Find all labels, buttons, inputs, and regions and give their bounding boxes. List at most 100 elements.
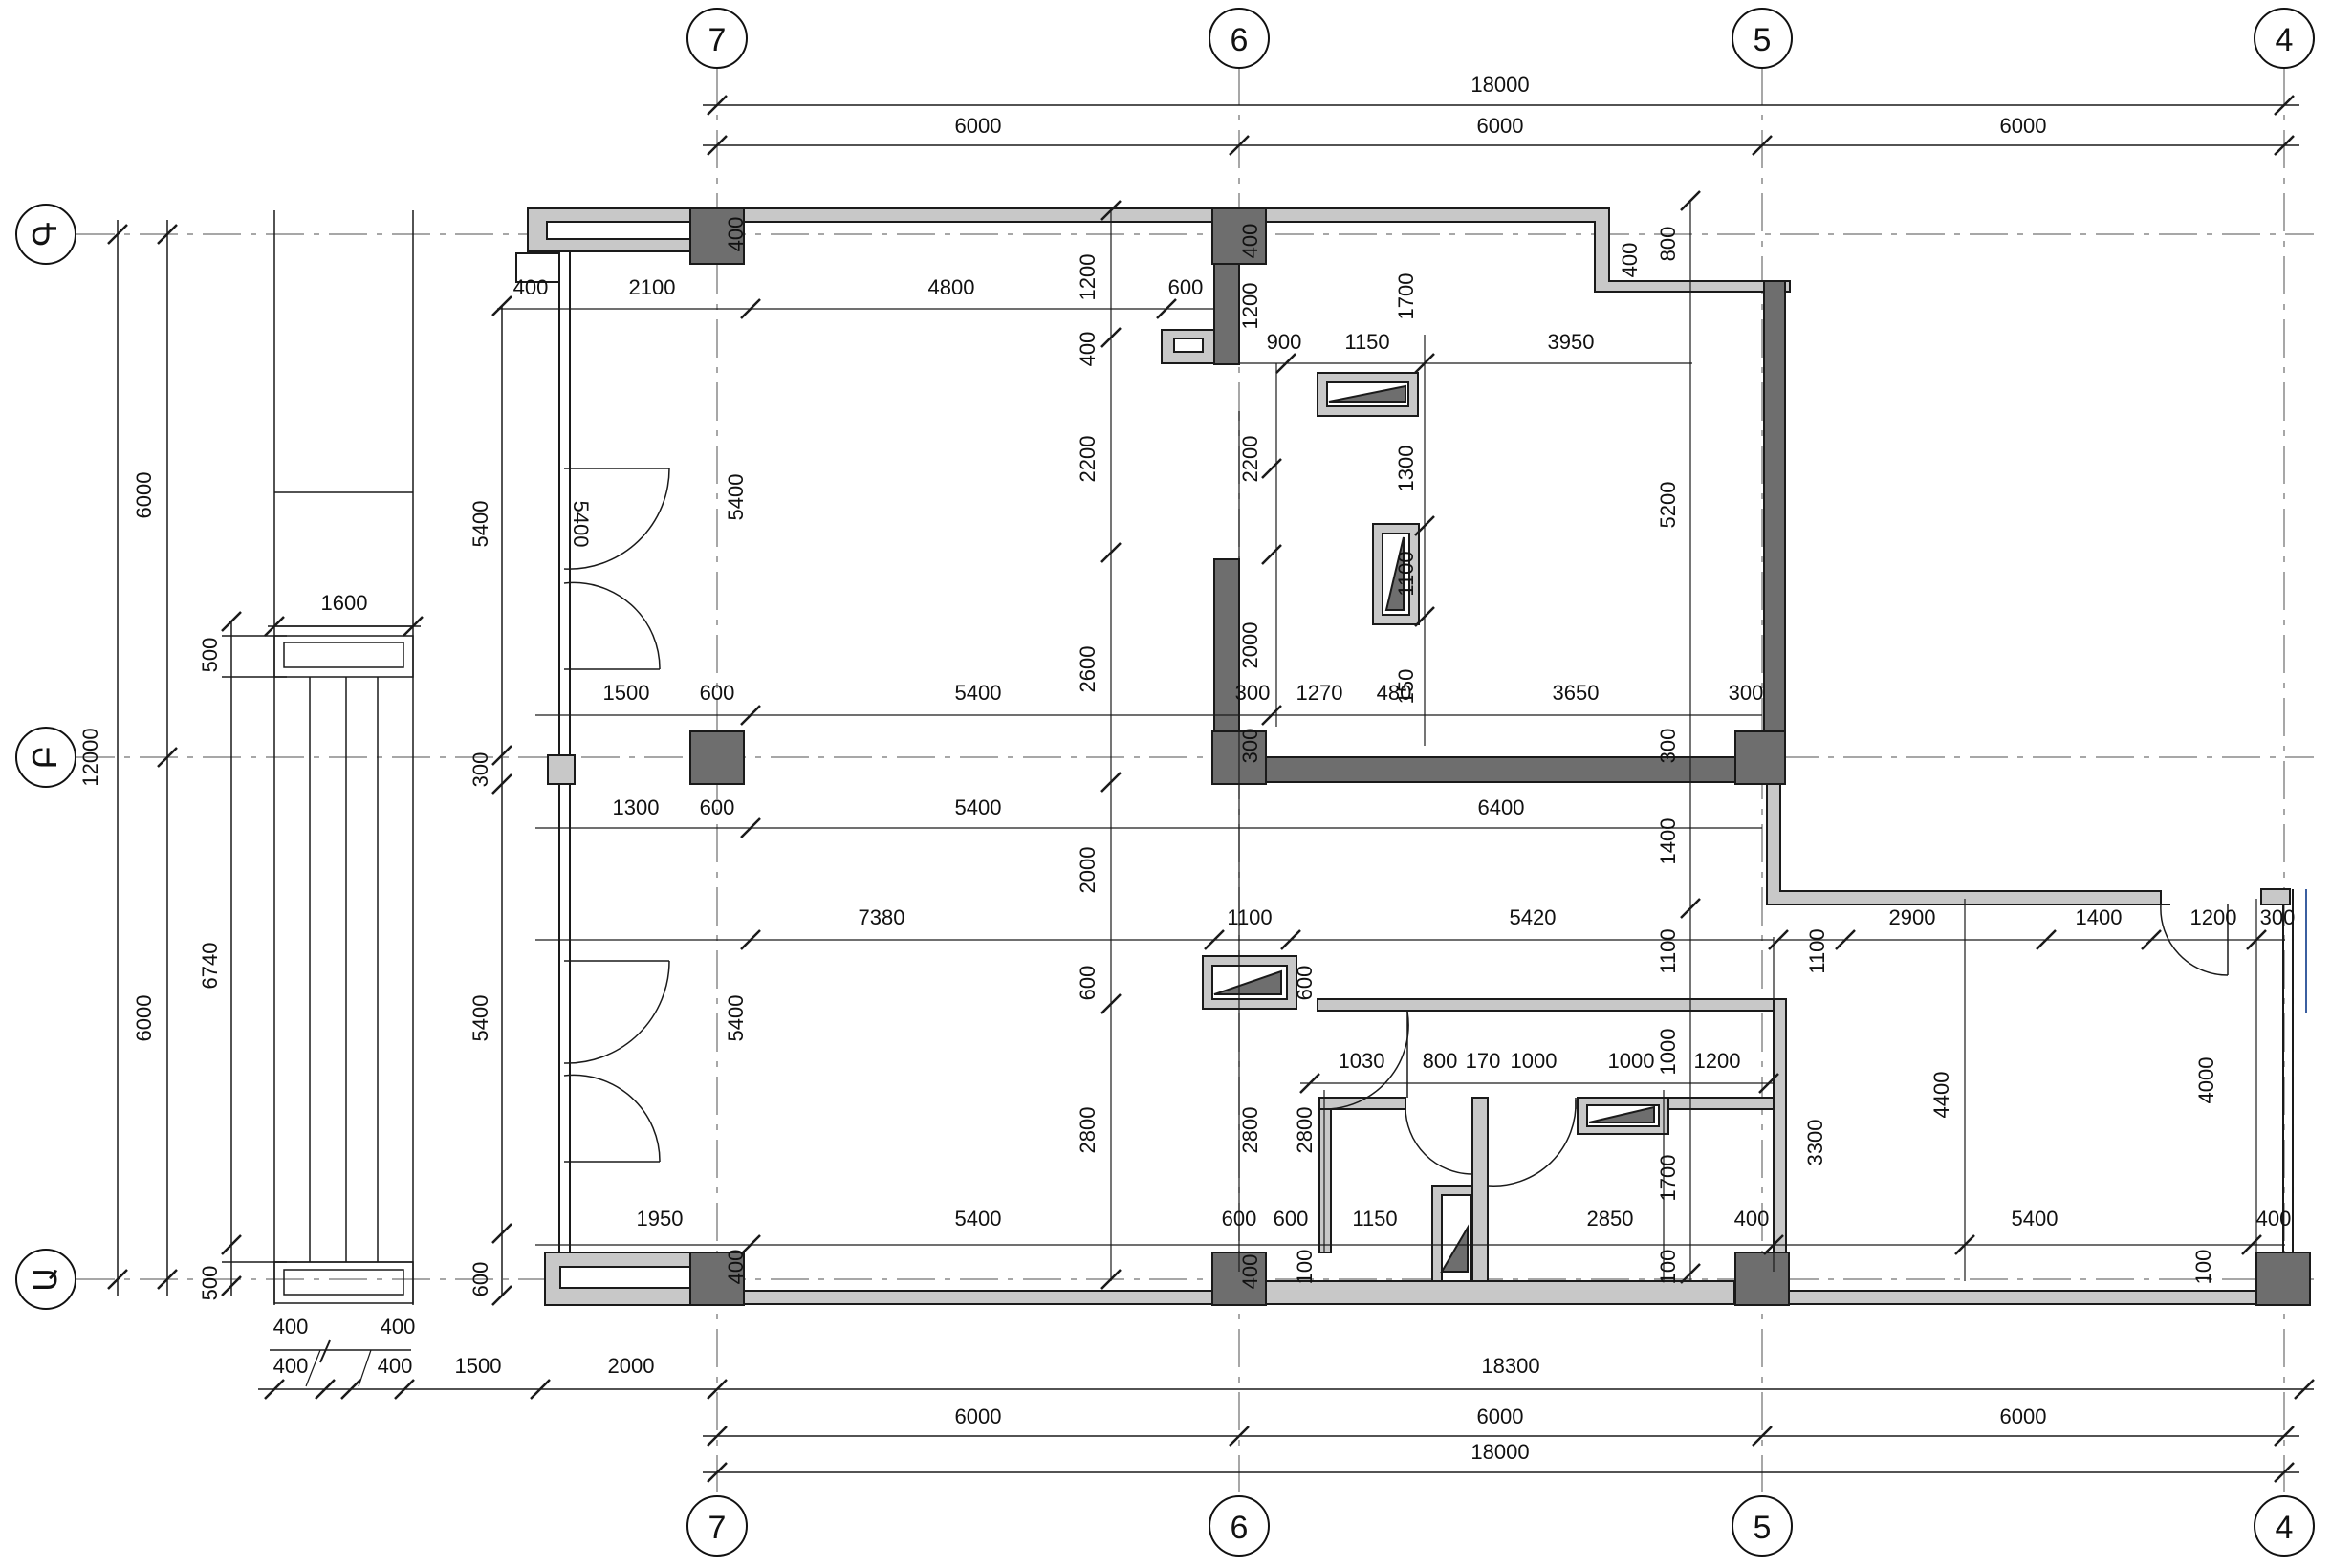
dim-lower-left-5400h: 5400	[955, 1207, 1002, 1230]
axis-bubble-bottom-4	[2254, 1495, 2315, 1557]
dim-upper-right-3650: 3650	[1553, 681, 1600, 705]
axis-bubble-bottom-5	[1732, 1495, 1793, 1557]
dim-lower-left-2800: 2800	[1076, 1107, 1100, 1154]
dim-lower-mid-800: 800	[1423, 1049, 1458, 1073]
dim-corridor-1100: 1100	[1227, 905, 1272, 929]
axis-bubble-bottom-7	[686, 1495, 748, 1557]
dim-upper-right-5200: 5200	[1656, 482, 1680, 529]
dim-lower-mid-2850: 2850	[1587, 1207, 1634, 1230]
dim-upper-right-1700: 1700	[1394, 273, 1418, 320]
dim-upper-right-1270: 1270	[1296, 681, 1343, 705]
dim-lower-right-300: 300	[2260, 905, 2296, 929]
dim-left-lower: 6000	[132, 995, 156, 1042]
doors	[563, 468, 2229, 1187]
dim-upper-right-900: 900	[1267, 330, 1302, 354]
dim-corridor-7380: 7380	[859, 905, 905, 929]
dim-bottom-lead-2: 400	[378, 1354, 413, 1378]
axis-bubble-top-4	[2254, 8, 2315, 69]
dim-lower-mid-600b: 600	[1274, 1207, 1309, 1230]
dim-lower-mid-400b: 400	[1734, 1207, 1770, 1230]
dim-upper-right-400: 400	[1238, 224, 1262, 259]
dim-lower-right-4400: 4400	[1929, 1072, 1953, 1119]
column	[689, 1252, 745, 1306]
dim-lower-mid-2800b: 2800	[1293, 1107, 1317, 1154]
row-axis-bubbles: Գ Բ Ա	[15, 204, 76, 1310]
dim-upper-right-2000: 2000	[1238, 622, 1262, 669]
dim-upper-right-3950: 3950	[1548, 330, 1595, 354]
dim-upper-left-400a: 400	[513, 275, 549, 299]
axis-label: 5	[1754, 22, 1772, 58]
dim-lower-mid-400: 400	[1238, 1254, 1262, 1290]
ventilation-shafts	[1161, 329, 1669, 1273]
column	[689, 730, 745, 785]
axis-label: 7	[708, 22, 727, 58]
dim-corridor-1400: 1400	[1656, 818, 1680, 865]
dim-left-facade-upper: 5400	[468, 501, 492, 548]
axis-label: Բ	[28, 746, 64, 770]
dim-bottom-bay-1: 6000	[955, 1405, 1002, 1428]
structural-columns	[689, 207, 2311, 1306]
dim-middle-2600: 2600	[1076, 646, 1100, 693]
axis-label: Գ	[28, 222, 64, 247]
dim-bottom-bay-3: 6000	[2000, 1405, 2047, 1428]
dim-upper-right-2200: 2200	[1238, 436, 1262, 483]
dim-lower-mid-2800a: 2800	[1238, 1107, 1262, 1154]
dim-upper-right-480: 480	[1377, 681, 1412, 705]
axis-label: 6	[1231, 1510, 1249, 1546]
external-stair	[222, 210, 421, 1305]
dim-middle-2200: 2200	[1076, 436, 1100, 483]
axis-label: 4	[2276, 22, 2294, 58]
dim-corridor-600: 600	[700, 795, 735, 819]
partition-walls-dark	[1213, 263, 1786, 783]
facade-glazing	[515, 250, 576, 1252]
dim-bottom-lead-1: 400	[273, 1354, 309, 1378]
dim-middle-600: 600	[1168, 275, 1204, 299]
dim-lower-left-400: 400	[724, 1250, 748, 1285]
dim-bottom-lead-4: 2000	[608, 1354, 655, 1378]
axis-bubble-top-6	[1209, 8, 1270, 69]
axis-bubble-row-gim	[15, 204, 76, 265]
dim-bottom-lead-3: 1500	[455, 1354, 502, 1378]
dim-lower-right-1100: 1100	[1805, 928, 1829, 973]
dim-lower-right-400: 400	[2256, 1207, 2292, 1230]
dim-lower-left-1950: 1950	[637, 1207, 684, 1230]
dim-upper-right-300d: 300	[1656, 729, 1680, 764]
dim-left-stair-bottom: 500	[198, 1266, 222, 1301]
dim-bottom-overall-a: 18300	[1481, 1354, 1539, 1378]
dim-lower-mid-170: 170	[1466, 1049, 1501, 1073]
dim-middle-1200: 1200	[1076, 254, 1100, 301]
column-axis-bubbles: 7 6 5 4 7 6 5 4	[686, 8, 2315, 1557]
dim-upper-right-1150: 1150	[1344, 330, 1389, 354]
column	[1734, 1252, 1790, 1306]
axis-label: 7	[708, 1510, 727, 1546]
column	[2255, 1252, 2311, 1306]
column	[1734, 730, 1786, 785]
axis-bubble-top-5	[1732, 8, 1793, 69]
column	[689, 207, 745, 265]
dim-top-bay-1: 6000	[955, 114, 1002, 138]
dim-upper-right-300b: 300	[1729, 681, 1764, 705]
dim-bottom-lead-upper-2: 400	[381, 1315, 416, 1339]
axis-bubble-top-7	[686, 8, 748, 69]
dim-upper-left-5400v-a: 5400	[569, 501, 593, 548]
axis-label: 4	[2276, 1510, 2294, 1546]
dim-left-stair: 6740	[198, 943, 222, 990]
dim-top-bay-2: 6000	[1477, 114, 1524, 138]
dim-left-total: 12000	[78, 728, 102, 786]
axis-bubble-bottom-6	[1209, 1495, 1270, 1557]
dim-upper-left-4800: 4800	[928, 275, 975, 299]
dim-corridor-6400: 6400	[1478, 795, 1525, 819]
dim-lower-mid-100b: 100	[1656, 1250, 1680, 1285]
dim-corridor-5420: 5420	[1510, 905, 1557, 929]
dim-lower-right-100b: 100	[2191, 1250, 2215, 1285]
dim-lower-mid-1000c: 1000	[1656, 1029, 1680, 1076]
interior-dimension-ticks	[740, 190, 2267, 1290]
right-glazing	[2161, 888, 2307, 1252]
dim-stair-width: 1600	[321, 591, 368, 615]
dim-lower-mid-600c: 600	[1293, 966, 1317, 1001]
dim-upper-left-5400v-b: 5400	[724, 474, 748, 521]
dim-upper-left-5400h: 5400	[955, 681, 1002, 705]
dim-left-facade-bottom: 600	[468, 1262, 492, 1297]
dim-upper-left-600: 600	[700, 681, 735, 705]
bottom-dimension-chain	[258, 1339, 2315, 1483]
